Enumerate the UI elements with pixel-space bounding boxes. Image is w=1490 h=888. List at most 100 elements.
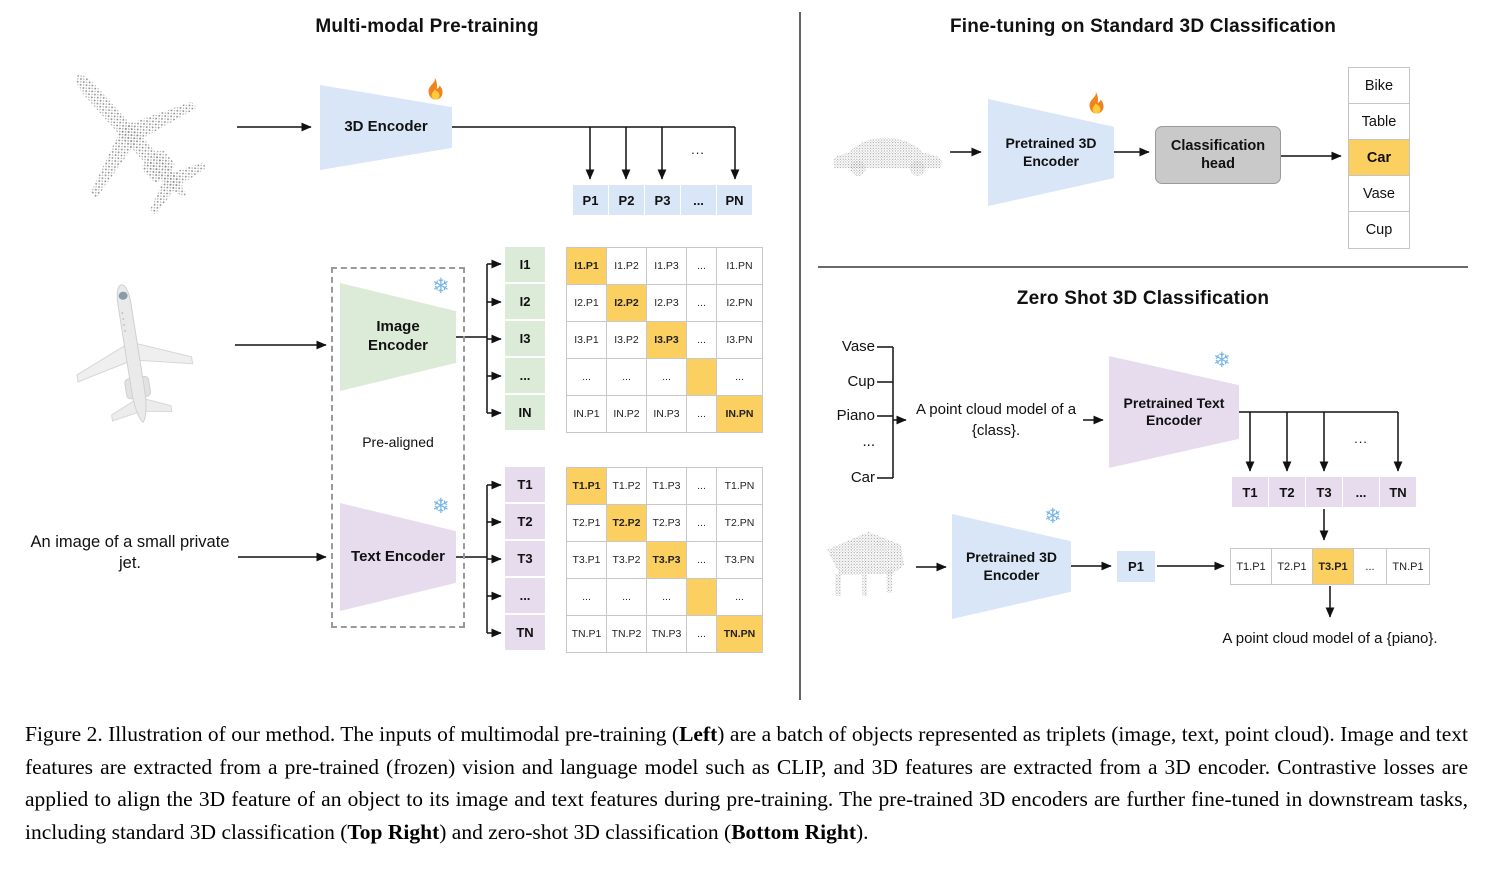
caption-bold-left: Left — [679, 722, 718, 746]
zeroshot-result-text: A point cloud model of a {piano}. — [1222, 630, 1438, 647]
snowflake-icon: ❄ — [1213, 348, 1231, 372]
fire-icon — [1089, 91, 1104, 114]
image-feature-column: I1 I2 I3 ... IN — [505, 247, 545, 430]
text-encoder-label: Text Encoder — [351, 547, 445, 565]
zeroshot-class-label: Piano — [836, 407, 875, 424]
matrix-cell: IN.PN — [717, 396, 763, 433]
p1-feature-cell: P1 — [1117, 551, 1155, 582]
text-point-similarity-matrix: T1.P1 T1.P2 T1.P3 ... T1.PN T2.P1 T2.P2 … — [566, 467, 763, 653]
i-cell: ... — [505, 358, 545, 393]
matrix-cell: TN.PN — [717, 616, 763, 653]
similarity-product-row: T1.P1 T2.P1 T3.P1 ... TN.P1 — [1230, 548, 1430, 585]
snowflake-icon: ❄ — [432, 274, 450, 298]
p-cell: PN — [717, 185, 752, 215]
caption-text: ) are a batch of objects represented as … — [25, 722, 1468, 845]
pretrained-text-encoder-label: Pretrained Text Encoder — [1123, 394, 1225, 429]
matrix-cell: T1.P2 — [607, 468, 647, 505]
pre-aligned-box — [331, 267, 465, 628]
caption-text: Figure 2. Illustration of our method. Th… — [25, 722, 680, 746]
matrix-cell: ... — [717, 579, 763, 616]
matrix-cell: T3.P2 — [607, 542, 647, 579]
matrix-cell: ... — [647, 359, 687, 396]
encoder-3d-label: 3D Encoder — [344, 118, 428, 136]
class-item-selected: Car — [1349, 140, 1409, 176]
matrix-cell: ... — [607, 359, 647, 396]
caption-bold-top-right: Top Right — [347, 820, 440, 845]
t-feature-row: T1 T2 T3 ... TN — [1232, 477, 1416, 507]
caption-text: ) and zero-shot 3D classification ( — [439, 820, 732, 845]
matrix-cell: I1.P3 — [647, 248, 687, 285]
matrix-cell — [687, 359, 717, 396]
matrix-cell: TN.P2 — [607, 616, 647, 653]
class-item: Bike — [1349, 68, 1409, 104]
car-point-cloud — [833, 137, 942, 176]
p-cell: P3 — [645, 185, 680, 215]
matrix-cell: ... — [687, 285, 717, 322]
airplane-point-cloud — [75, 75, 207, 215]
matrix-cell: IN.P3 — [647, 396, 687, 433]
figure-caption: Figure 2. Illustration of our method. Th… — [25, 718, 1468, 849]
product-cell: ... — [1354, 549, 1387, 585]
product-cell: TN.P1 — [1387, 549, 1430, 585]
t-cell: TN — [505, 615, 545, 650]
matrix-cell: I2.PN — [717, 285, 763, 322]
caption-text: ). — [856, 820, 869, 845]
zeroshot-class-label: Cup — [847, 373, 875, 390]
matrix-cell: T3.PN — [717, 542, 763, 579]
matrix-cell: ... — [687, 542, 717, 579]
t-cell: T1 — [1232, 477, 1268, 507]
matrix-cell: T3.P1 — [567, 542, 607, 579]
t-cell: TN — [1380, 477, 1416, 507]
p-feature-row: P1 P2 P3 ... PN — [573, 185, 752, 215]
text-feature-column: T1 T2 T3 ... TN — [505, 467, 545, 650]
matrix-cell: T2.P2 — [607, 505, 647, 542]
class-list: Bike Table Car Vase Cup — [1348, 67, 1410, 249]
image-point-similarity-matrix: I1.P1 I1.P2 I1.P3 ... I1.PN I2.P1 I2.P2 … — [566, 247, 763, 433]
snowflake-icon: ❄ — [1044, 504, 1062, 528]
i-cell: I3 — [505, 321, 545, 356]
input-text-caption: An image of a small private jet. — [30, 533, 230, 573]
i-cell: I2 — [505, 284, 545, 319]
fire-icon — [428, 77, 443, 100]
matrix-cell: T2.P3 — [647, 505, 687, 542]
t-cell: T2 — [505, 504, 545, 539]
zeroshot-class-label: Car — [850, 469, 875, 486]
zeroshot-class-ellipsis: ... — [862, 433, 875, 450]
image-encoder-label: Image Encoder — [367, 318, 428, 354]
matrix-cell: ... — [687, 396, 717, 433]
p-cell: ... — [681, 185, 716, 215]
matrix-cell: I1.PN — [717, 248, 763, 285]
t-cell: T3 — [1306, 477, 1342, 507]
matrix-cell: ... — [567, 579, 607, 616]
matrix-cell: ... — [687, 468, 717, 505]
airplane-image — [76, 284, 194, 423]
zeroshot-class-label: Vase — [841, 338, 875, 355]
matrix-cell: ... — [687, 616, 717, 653]
p-cell: P2 — [609, 185, 644, 215]
matrix-cell: T1.PN — [717, 468, 763, 505]
matrix-cell: I3.P3 — [647, 322, 687, 359]
matrix-cell: ... — [717, 359, 763, 396]
pretraining-title: Multi-modal Pre-training — [315, 16, 539, 37]
p-cell: P1 — [573, 185, 608, 215]
matrix-cell: T3.P3 — [647, 542, 687, 579]
matrix-cell: ... — [607, 579, 647, 616]
t-trunk-ellipsis: ... — [1354, 431, 1368, 446]
class-item: Cup — [1349, 212, 1409, 248]
snowflake-icon: ❄ — [432, 494, 450, 518]
i-cell: IN — [505, 395, 545, 430]
matrix-cell: ... — [687, 248, 717, 285]
matrix-cell: ... — [687, 505, 717, 542]
piano-point-cloud — [827, 531, 904, 596]
matrix-cell: ... — [687, 322, 717, 359]
pre-aligned-label: Pre-aligned — [362, 434, 434, 450]
class-item: Table — [1349, 104, 1409, 140]
product-cell: T1.P1 — [1231, 549, 1272, 585]
t-cell: T3 — [505, 541, 545, 576]
classification-head-label: Classification head — [1170, 137, 1266, 172]
matrix-cell: I1.P1 — [567, 248, 607, 285]
t-cell: ... — [1343, 477, 1379, 507]
matrix-cell: T1.P1 — [567, 468, 607, 505]
matrix-cell: ... — [567, 359, 607, 396]
